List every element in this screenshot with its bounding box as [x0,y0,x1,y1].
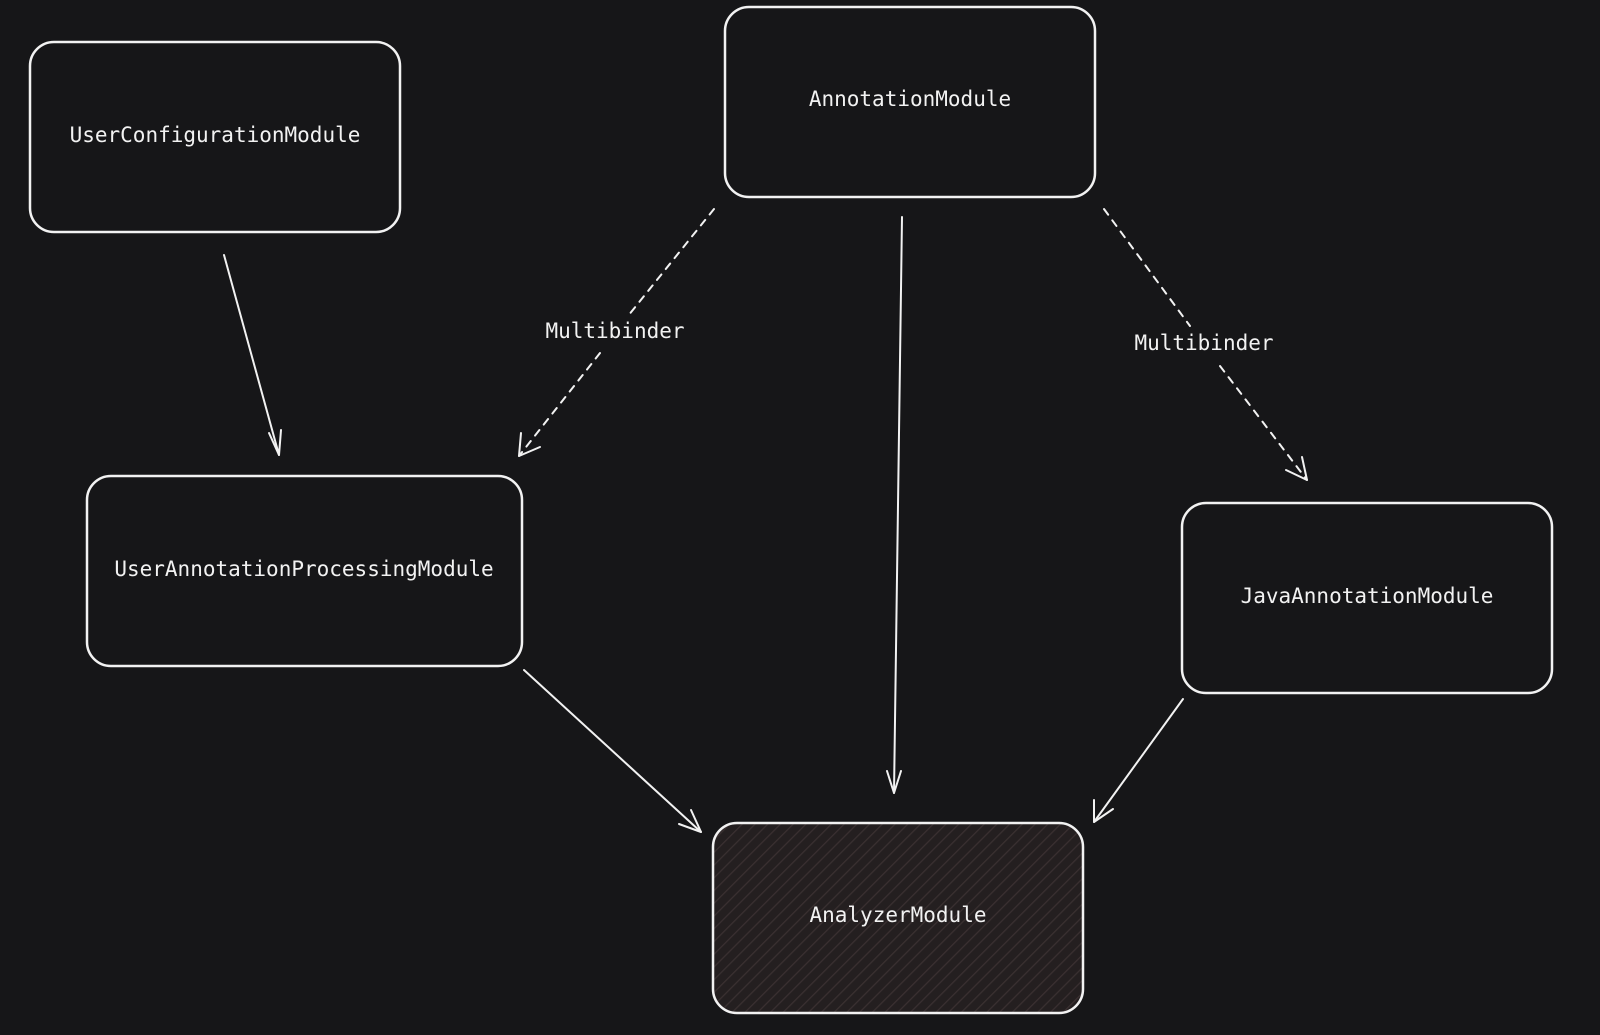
edge-line-dashed [518,352,601,457]
node-box[interactable] [723,5,1097,199]
node-box-hatched[interactable] [711,821,1085,1015]
node-label: AnnotationModule [809,87,1011,111]
edge-annotation-to-analyzer [886,216,903,794]
edge-line-dashed [1103,208,1191,327]
edge-line [1093,698,1184,823]
edge-line-dashed [1219,365,1308,481]
edge-userconfig-to-userannotationprocessing [223,254,282,456]
node-annotation-module[interactable]: AnnotationModule [723,5,1097,199]
node-box[interactable] [85,474,524,668]
arrow-head-icon [886,770,902,794]
arrow-head-icon [518,432,541,457]
node-box[interactable] [1180,501,1554,695]
nodes: UserConfigurationModule AnnotationModule… [28,5,1554,1015]
node-label: AnalyzerModule [809,903,986,927]
edge-annotation-to-javaannotation [1103,208,1308,481]
arrow-head-icon [1093,799,1114,823]
node-user-configuration-module[interactable]: UserConfigurationModule [28,40,402,234]
node-label: UserConfigurationModule [70,123,361,147]
edge-annotation-to-userannotationprocessing [518,208,715,457]
arrow-head-icon [678,809,702,833]
edge-line [523,669,702,833]
node-label: UserAnnotationProcessingModule [114,557,493,581]
edge-label-multibinder-left: Multibinder [545,319,684,343]
edge-line-dashed [627,208,715,317]
edge-userannotationprocessing-to-analyzer [523,669,702,833]
node-label: JavaAnnotationModule [1241,584,1494,608]
arrow-head-icon [268,429,282,456]
node-java-annotation-module[interactable]: JavaAnnotationModule [1180,501,1554,695]
edge-labels: Multibinder Multibinder [545,319,1273,355]
node-analyzer-module[interactable]: AnalyzerModule [711,821,1085,1015]
edge-line [223,254,280,456]
node-user-annotation-processing-module[interactable]: UserAnnotationProcessingModule [85,474,524,668]
arrow-head-icon [1285,456,1308,481]
edge-line [893,216,903,794]
edge-javaannotation-to-analyzer [1093,698,1184,823]
edges [223,208,1308,833]
node-box[interactable] [28,40,402,234]
edge-label-multibinder-right: Multibinder [1134,331,1273,355]
